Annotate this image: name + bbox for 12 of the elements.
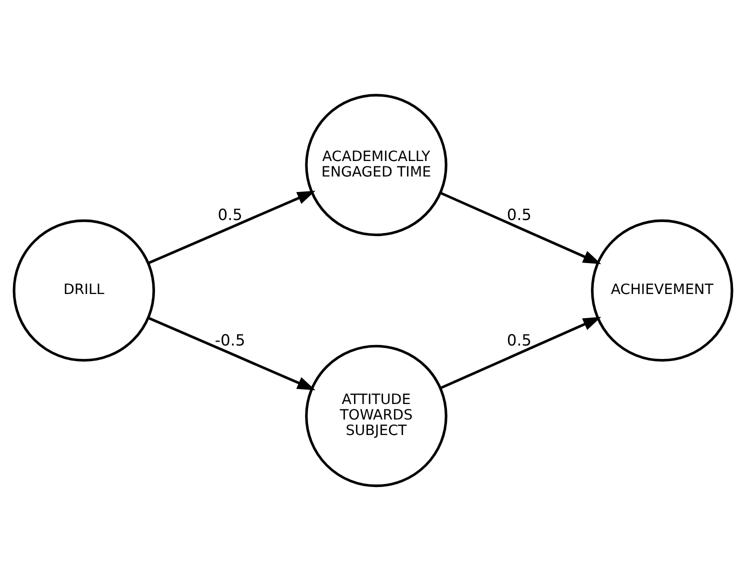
edge-label: 0.5 — [506, 332, 532, 350]
arrow — [440, 316, 602, 390]
node-circle: ATTITUDE TOWARDS SUBJECT — [305, 344, 448, 488]
arrow — [148, 316, 316, 390]
edge-label: 0.5 — [506, 206, 532, 224]
edge-label: 0.5 — [218, 206, 242, 224]
arrow — [440, 192, 602, 264]
node-circle: ACHIEVEMENT — [590, 219, 734, 362]
edge-label: -0.5 — [214, 332, 246, 350]
node-circle: DRILL — [12, 219, 156, 362]
arrow — [148, 190, 316, 264]
node-circle: ACADEMICALLY ENGAGED TIME — [305, 94, 448, 236]
